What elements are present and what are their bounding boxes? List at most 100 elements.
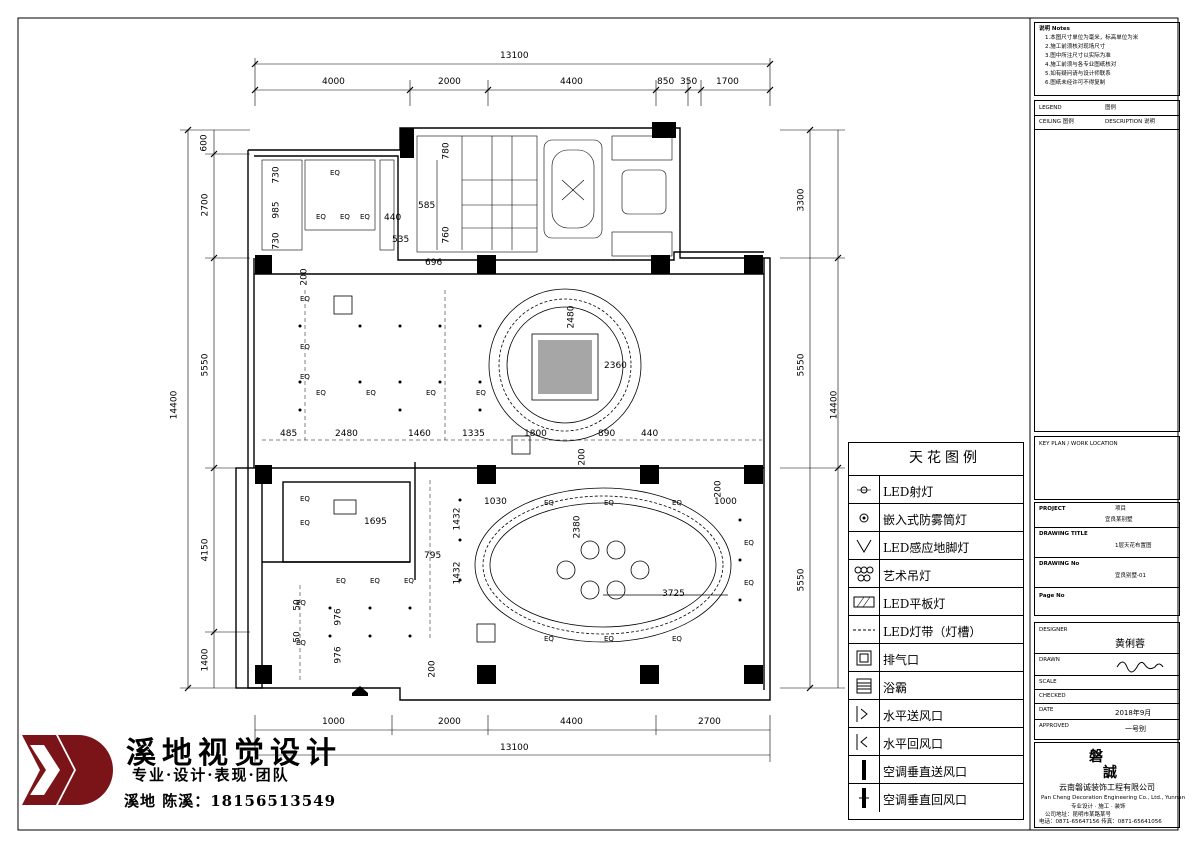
dim-interior: 200 <box>299 268 310 286</box>
fixture-code: EQ <box>604 635 614 643</box>
bath-heater-icon <box>849 672 880 700</box>
fixture-code: EQ <box>672 499 682 507</box>
drawing-no-label: DRAWING No <box>1039 561 1080 567</box>
dim-interior: 1432 <box>452 561 463 585</box>
company-address: 公司地址：昆明市某路某号 <box>1045 812 1112 818</box>
dim-top-4: 850 <box>657 77 675 87</box>
dim-interior: 1030 <box>484 497 507 507</box>
fixture-code: EQ <box>300 495 310 503</box>
dim-right-total: 14400 <box>829 390 840 420</box>
dim-bottom-2: 2000 <box>438 717 461 727</box>
company-sub: 专业设计 · 施工 · 装饰 <box>1071 804 1126 810</box>
dim-bottom-total: 13100 <box>500 743 529 753</box>
fixture-code: EQ <box>366 389 376 397</box>
drawing-no-value: 宜良别墅-01 <box>1115 573 1146 579</box>
fixture-code: EQ <box>370 577 380 585</box>
dim-left-total: 14400 <box>169 390 180 420</box>
description-label: DESCRIPTION 说明 <box>1105 119 1155 125</box>
dim-top-3: 4400 <box>560 77 583 87</box>
dim-interior: 696 <box>425 258 443 268</box>
legend-row: LED灯带（灯槽） <box>849 615 1023 644</box>
date-value: 2018年9月 <box>1115 709 1152 717</box>
dim-left-4: 4150 <box>200 538 211 562</box>
note-line: 3.图中所注尺寸以实际为准 <box>1045 53 1111 59</box>
dim-interior: 200 <box>577 448 588 466</box>
page-no-label: Page No <box>1039 593 1065 599</box>
fixture-code: EQ <box>300 343 310 351</box>
fixture-code: EQ <box>672 635 682 643</box>
legend-cn-label: 图例 <box>1105 105 1117 111</box>
dim-interior: 485 <box>280 429 298 439</box>
fixture-code: EQ <box>300 295 310 303</box>
dim-interior: 730 <box>271 232 282 250</box>
dim-interior: 1695 <box>364 517 387 527</box>
svg-text:磐: 磐 <box>1088 748 1104 765</box>
dim-top-5: 350 <box>680 77 698 87</box>
dim-interior: 2380 <box>572 515 583 539</box>
signature-icon <box>1116 661 1164 673</box>
fixture-code: EQ <box>604 499 614 507</box>
dim-left-2: 2700 <box>200 193 211 217</box>
legend-label: 水平送风口 <box>883 709 944 723</box>
dim-interior: 2480 <box>566 305 577 329</box>
brand-name: 溪地视觉设计 <box>126 736 342 771</box>
legend-label: LEGEND <box>1039 105 1062 111</box>
fixture-code: EQ <box>300 373 310 381</box>
note-line: 5.如有疑问请与设计师联系 <box>1045 71 1111 77</box>
dim-interior: 1800 <box>524 429 547 439</box>
checked-label: CHECKED <box>1039 693 1066 699</box>
fixture-code: EQ <box>296 639 306 647</box>
note-line: 2.施工前须核对现场尺寸 <box>1045 44 1106 50</box>
fixture-code: EQ <box>316 213 326 221</box>
dim-left-1: 600 <box>199 134 210 152</box>
dim-interior: 3725 <box>662 589 685 599</box>
dim-interior: 976 <box>333 608 344 626</box>
svg-text:誠: 誠 <box>1103 764 1117 781</box>
fixture-code: EQ <box>404 577 414 585</box>
floor-light-icon <box>849 532 880 560</box>
fixture-code: EQ <box>360 213 370 221</box>
fixture-code: EQ <box>544 635 554 643</box>
company-name-cn: 云南磐诚装饰工程有限公司 <box>1059 783 1155 792</box>
ceiling-legend: 天花图例 LED射灯 嵌入式防雾筒灯 LED感应地脚灯 艺术吊灯 LED平板灯 … <box>848 442 1024 820</box>
legend-row: LED感应地脚灯 <box>849 531 1023 560</box>
dim-interior: 585 <box>418 201 436 211</box>
chandelier-icon <box>849 560 880 588</box>
dim-left-5: 1400 <box>200 648 211 672</box>
dim-interior: 2480 <box>335 429 358 439</box>
date-label: DATE <box>1039 707 1054 713</box>
approval-panel: DESIGNER 黄俐蓉 DRAWN SCALE CHECKED DATE 20… <box>1034 622 1180 740</box>
company-name-en: Pan Cheng Decoration Engineering Co., Lt… <box>1041 795 1186 801</box>
panel-light-icon <box>849 588 880 616</box>
dim-interior: 760 <box>441 226 452 244</box>
ceiling-label: CEILING 图例 <box>1039 119 1074 125</box>
legend-label: 空调垂直回风口 <box>883 793 968 807</box>
brand-contact: 溪地 陈溪：18156513549 <box>124 792 337 810</box>
dim-interior: 795 <box>424 551 442 561</box>
dim-interior: 200 <box>713 480 724 498</box>
exhaust-icon <box>849 644 880 672</box>
brand-logo-mark <box>22 735 113 805</box>
dim-interior: 440 <box>384 213 402 223</box>
drawing-title-label: DRAWING TITLE <box>1039 531 1088 537</box>
dim-interior: 200 <box>427 660 438 678</box>
fixture-code: EQ <box>330 169 340 177</box>
dim-top-total: 13100 <box>500 51 529 61</box>
legend-title: 天花图例 <box>909 450 981 466</box>
dim-interior: 985 <box>271 201 282 219</box>
approved-value: 一号别 <box>1125 725 1146 733</box>
fixture-code: EQ <box>744 579 754 587</box>
legend-row: LED射灯 <box>849 475 1023 504</box>
light-strip-icon <box>849 616 880 644</box>
project-value: 宜良某别墅 <box>1105 517 1133 523</box>
fixture-code: EQ <box>744 539 754 547</box>
legend-label: LED灯带（灯槽） <box>883 625 982 639</box>
dim-left-3: 5550 <box>200 353 211 377</box>
approved-label: APPROVED <box>1039 723 1069 729</box>
legend-label: 排气口 <box>883 653 920 667</box>
legend-row: 排气口 <box>849 643 1023 672</box>
fixture-code: EQ <box>476 389 486 397</box>
legend-row: 艺术吊灯 <box>849 559 1023 588</box>
legend-row: 水平送风口 <box>849 699 1023 728</box>
